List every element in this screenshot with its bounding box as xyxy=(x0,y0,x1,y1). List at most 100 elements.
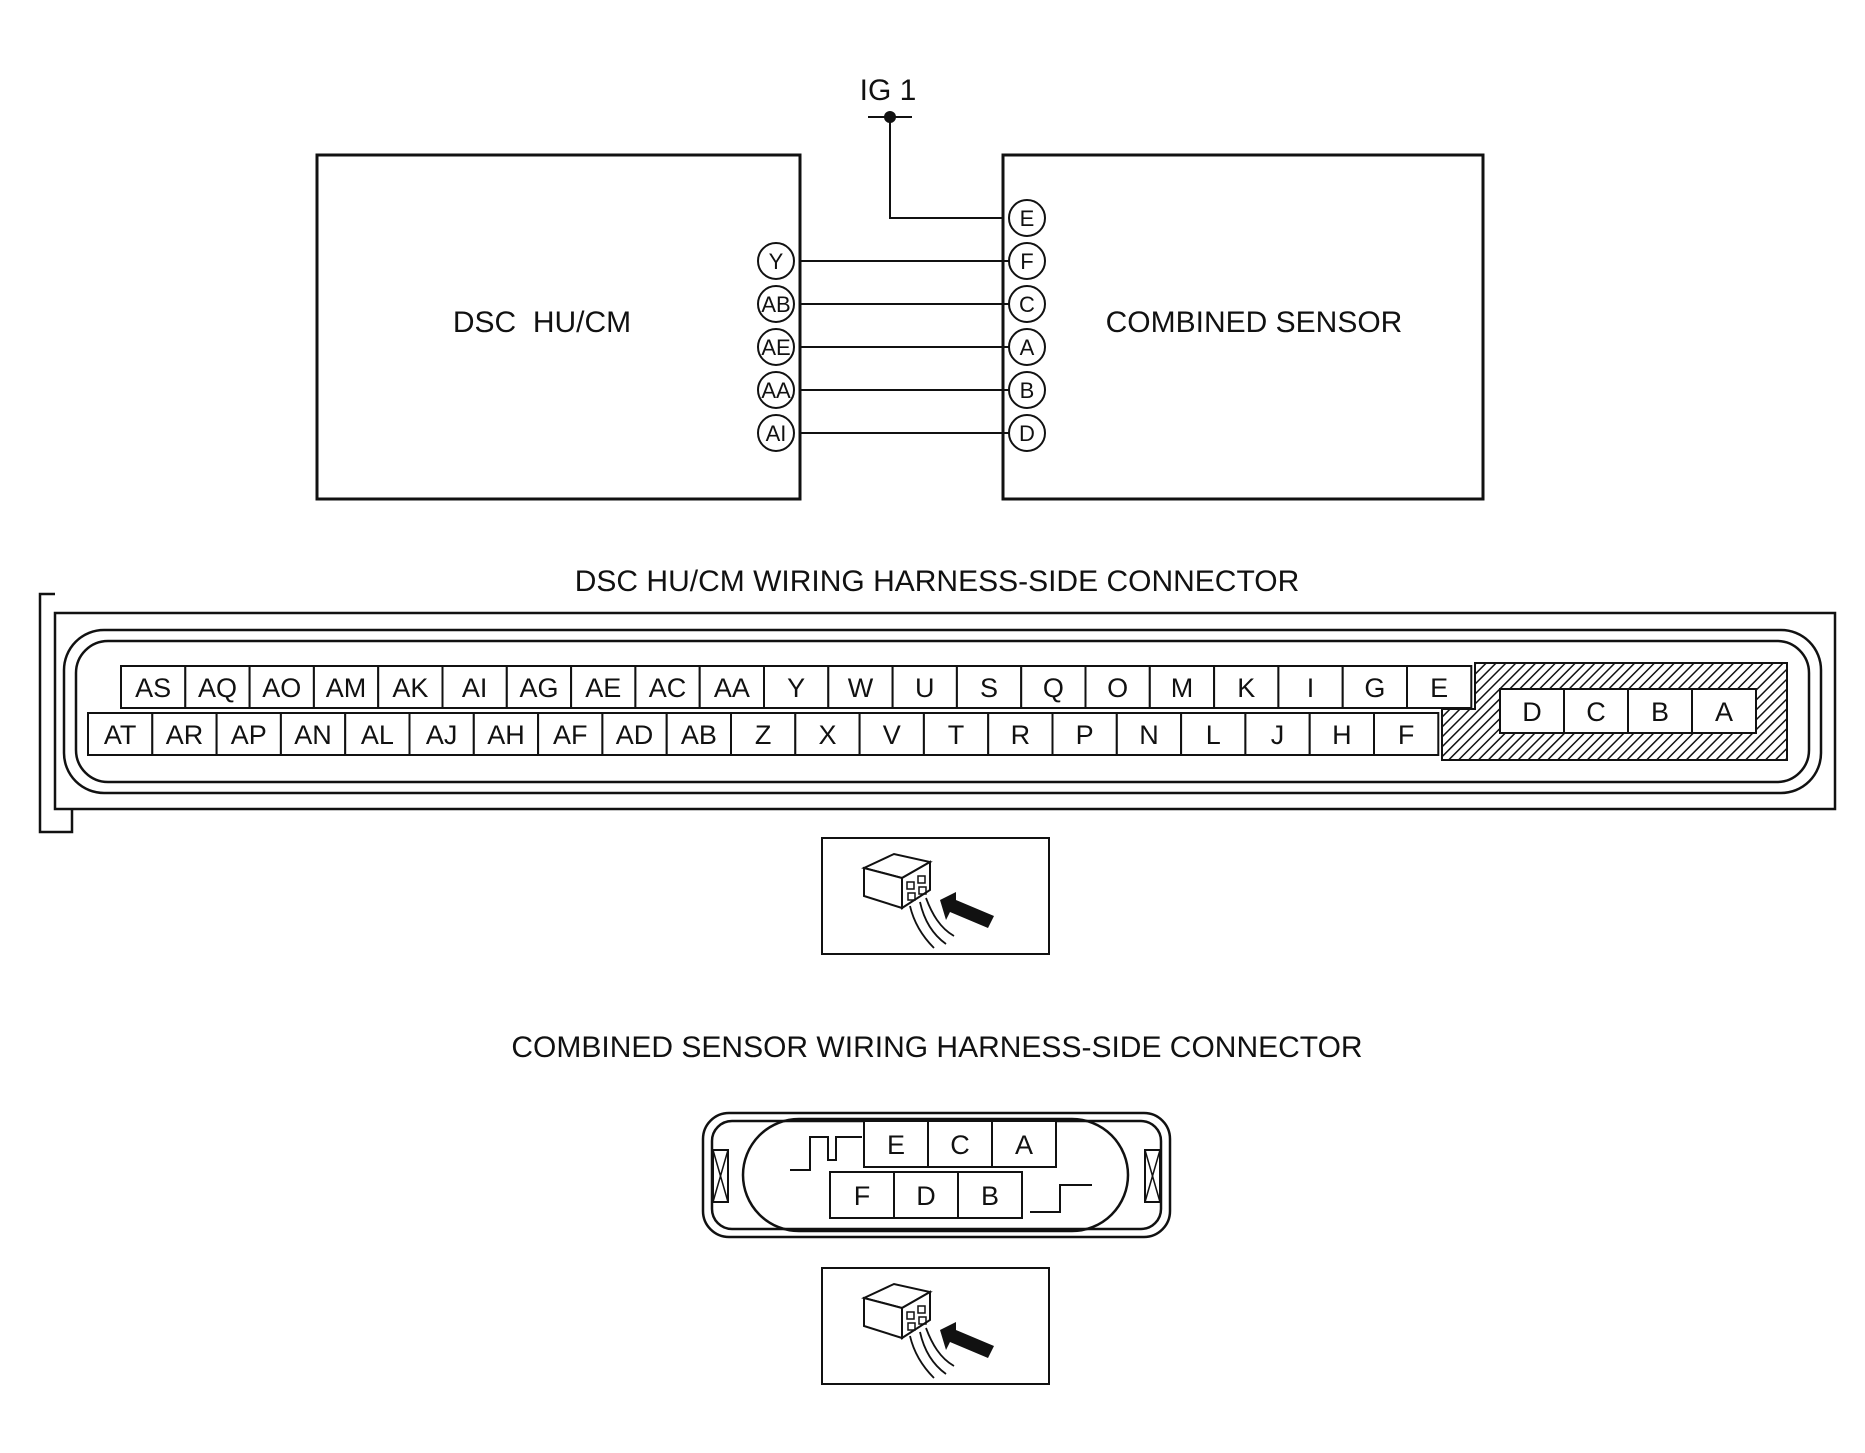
svg-text:A: A xyxy=(1020,335,1035,360)
svg-text:AI: AI xyxy=(766,421,787,446)
terminal-label: W xyxy=(848,673,874,703)
terminal-label: AL xyxy=(361,720,394,750)
terminal-label: Q xyxy=(1043,673,1064,703)
terminal-label: Y xyxy=(787,673,805,703)
svg-text:C: C xyxy=(1019,292,1035,317)
terminal-cell-ad: AD xyxy=(601,712,668,756)
terminal-cell-ar: AR xyxy=(151,712,218,756)
terminal-cell-ac: AC xyxy=(634,665,701,709)
terminal-cell-e: E xyxy=(1406,665,1473,709)
svg-text:AA: AA xyxy=(761,378,791,403)
terminal-label: F xyxy=(854,1181,871,1211)
sensor-pin-d: D xyxy=(1008,414,1046,452)
terminal-label: AQ xyxy=(198,673,237,703)
sensor-connector-right-latch xyxy=(1144,1149,1161,1203)
connector-view-icon xyxy=(821,837,1050,955)
svg-text:AE: AE xyxy=(761,335,790,360)
terminal-cell-am: AM xyxy=(312,665,380,709)
terminal-label: AH xyxy=(487,720,525,750)
svg-text:AB: AB xyxy=(761,292,790,317)
svg-text:E: E xyxy=(1020,206,1035,231)
terminal-cell-g: G xyxy=(1341,665,1408,709)
terminal-label: P xyxy=(1076,720,1094,750)
dsc-pin-y: Y xyxy=(757,242,795,280)
sensor-connector-body-outer xyxy=(701,1111,1172,1239)
terminal-cell-l: L xyxy=(1180,712,1247,756)
terminal-label: F xyxy=(1398,720,1415,750)
terminal-label: AS xyxy=(135,673,171,703)
dsc-pin-ai: AI xyxy=(757,414,795,452)
terminal-cell-o: O xyxy=(1084,665,1151,709)
sensor-connector-left-latch xyxy=(712,1149,729,1203)
sensor-pin-b: B xyxy=(1008,371,1046,409)
dsc-connector-title: DSC HU/CM WIRING HARNESS-SIDE CONNECTOR xyxy=(575,565,1299,598)
terminal-cell-at: AT xyxy=(87,712,154,756)
terminal-cell-d: D xyxy=(1499,688,1565,734)
terminal-label: O xyxy=(1107,673,1128,703)
sensor-pin-e: E xyxy=(1008,199,1046,237)
terminal-cell-ai: AI xyxy=(441,665,508,709)
power-wire xyxy=(889,117,1010,219)
terminal-label: AR xyxy=(166,720,204,750)
dsc-connector-rim-inner xyxy=(74,639,1811,784)
terminal-label: H xyxy=(1332,720,1352,750)
terminal-cell-m: M xyxy=(1148,665,1216,709)
terminal-label: B xyxy=(981,1181,999,1211)
terminal-cell-r: R xyxy=(987,712,1054,756)
dsc-connector-rim-outer xyxy=(62,628,1823,795)
terminal-cell-a: A xyxy=(991,1120,1057,1168)
terminal-cell-s: S xyxy=(955,665,1023,709)
terminal-cell-ae: AE xyxy=(570,665,637,709)
terminal-cell-p: P xyxy=(1051,712,1118,756)
terminal-cell-ap: AP xyxy=(215,712,282,756)
terminal-cell-j: J xyxy=(1244,712,1311,756)
terminal-label: E xyxy=(887,1130,905,1160)
terminal-label: J xyxy=(1271,720,1285,750)
terminal-label: AO xyxy=(262,673,301,703)
terminal-label: AK xyxy=(392,673,428,703)
terminal-label: R xyxy=(1011,720,1031,750)
terminal-cell-n: N xyxy=(1115,712,1183,756)
terminal-label: AG xyxy=(519,673,558,703)
svg-text:Y: Y xyxy=(769,249,784,274)
terminal-label: E xyxy=(1430,673,1448,703)
terminal-cell-ag: AG xyxy=(505,665,573,709)
terminal-cell-ah: AH xyxy=(472,712,540,756)
terminal-label: D xyxy=(1522,697,1542,727)
terminal-label: AT xyxy=(104,720,137,750)
terminal-cell-x: X xyxy=(794,712,861,756)
terminal-label: A xyxy=(1715,697,1733,727)
terminal-cell-f: F xyxy=(1373,712,1440,756)
terminal-label: AJ xyxy=(426,720,458,750)
terminal-cell-i: I xyxy=(1277,665,1344,709)
terminal-label: A xyxy=(1015,1130,1033,1160)
sensor-connector-left-key xyxy=(790,1136,862,1171)
terminal-cell-ab: AB xyxy=(665,712,733,756)
terminal-cell-u: U xyxy=(891,665,958,709)
combined-sensor-label: COMBINED SENSOR xyxy=(1106,306,1403,339)
dsc-connector-body xyxy=(53,611,1837,811)
terminal-cell-y: Y xyxy=(763,665,830,709)
sensor-pin-f: F xyxy=(1008,242,1046,280)
dsc-pin-ae: AE xyxy=(757,328,795,366)
terminal-label: AE xyxy=(585,673,621,703)
terminal-label: AI xyxy=(462,673,488,703)
terminal-label: AD xyxy=(616,720,654,750)
terminal-cell-k: K xyxy=(1213,665,1280,709)
svg-text:D: D xyxy=(1019,421,1035,446)
terminal-label: U xyxy=(915,673,935,703)
terminal-cell-ak: AK xyxy=(377,665,444,709)
connector-view-icon xyxy=(821,1267,1050,1385)
terminal-cell-c: C xyxy=(927,1120,993,1168)
sensor-pin-c: C xyxy=(1008,285,1046,323)
terminal-cell-e: E xyxy=(863,1120,929,1168)
terminal-label: X xyxy=(818,720,836,750)
terminal-cell-v: V xyxy=(858,712,925,756)
sensor-connector-oval xyxy=(741,1117,1130,1233)
terminal-cell-af: AF xyxy=(537,712,604,756)
terminal-label: AN xyxy=(294,720,332,750)
terminal-label: K xyxy=(1237,673,1255,703)
power-label: IG 1 xyxy=(860,74,917,107)
